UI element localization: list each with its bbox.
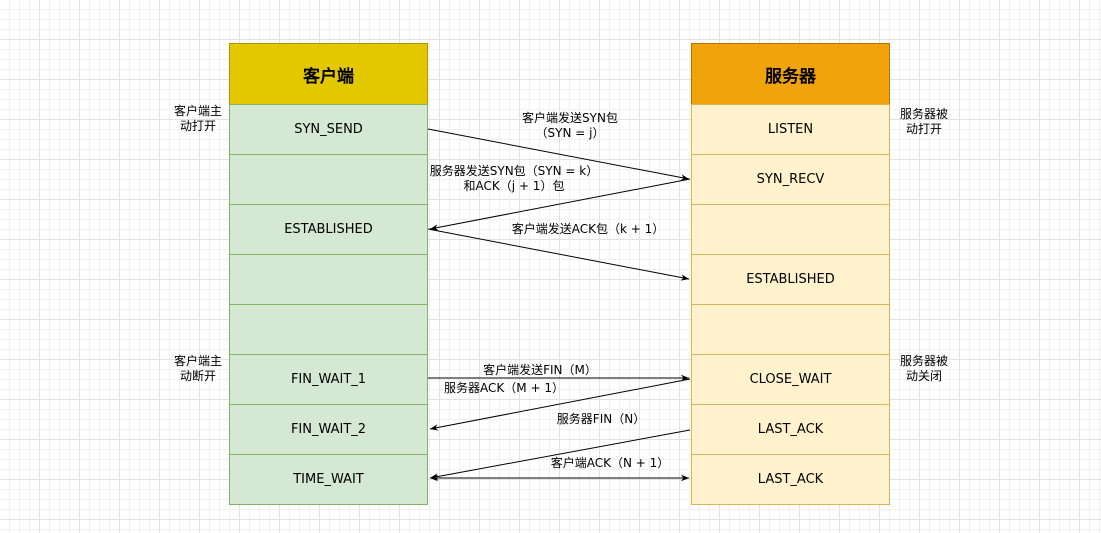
ack-message-label: 客户端发送ACK包（k + 1） (511, 222, 665, 236)
client-state-cell: FIN_WAIT_1 (229, 354, 428, 405)
ack-arrow (427, 228, 690, 281)
ack-m-arrow (429, 378, 691, 431)
server-passive-close-label: 服务器被 动关闭 (899, 354, 948, 383)
syn-ack-message-label: 服务器发送SYN包（SYN = k） 和ACK（j + 1）包 (429, 164, 599, 193)
client-active-open-label: 客户端主 动打开 (173, 104, 222, 133)
server-header: 服务器 (691, 43, 890, 105)
syn-ack-arrow (429, 178, 691, 231)
client-active-close-label: 客户端主 动断开 (173, 354, 222, 383)
server-passive-open-label: 服务器被 动打开 (899, 107, 948, 136)
client-header: 客户端 (229, 43, 428, 105)
syn-message-label: 客户端发送SYN包 （SYN = j） (522, 111, 618, 140)
fin-m-message-label: 客户端发送FIN（M） (483, 363, 597, 377)
server-state-cell: LAST_ACK (691, 404, 890, 455)
server-state-cell (691, 304, 890, 355)
ack-n-message-label: 客户端ACK（N + 1） (550, 456, 670, 470)
ack-m-message-label: 服务器ACK（M + 1） (444, 381, 564, 395)
server-state-cell: ESTABLISHED (691, 254, 890, 305)
client-state-cell: TIME_WAIT (229, 454, 428, 505)
syn-arrow (427, 128, 690, 181)
server-state-cell: LAST_ACK (691, 454, 890, 505)
fin-n-message-label: 服务器FIN（N） (556, 412, 646, 426)
client-state-cell (229, 154, 428, 205)
fin-n-arrow (429, 429, 691, 480)
server-state-cell (691, 204, 890, 255)
server-state-cell: CLOSE_WAIT (691, 354, 890, 405)
server-state-cell: LISTEN (691, 104, 890, 155)
